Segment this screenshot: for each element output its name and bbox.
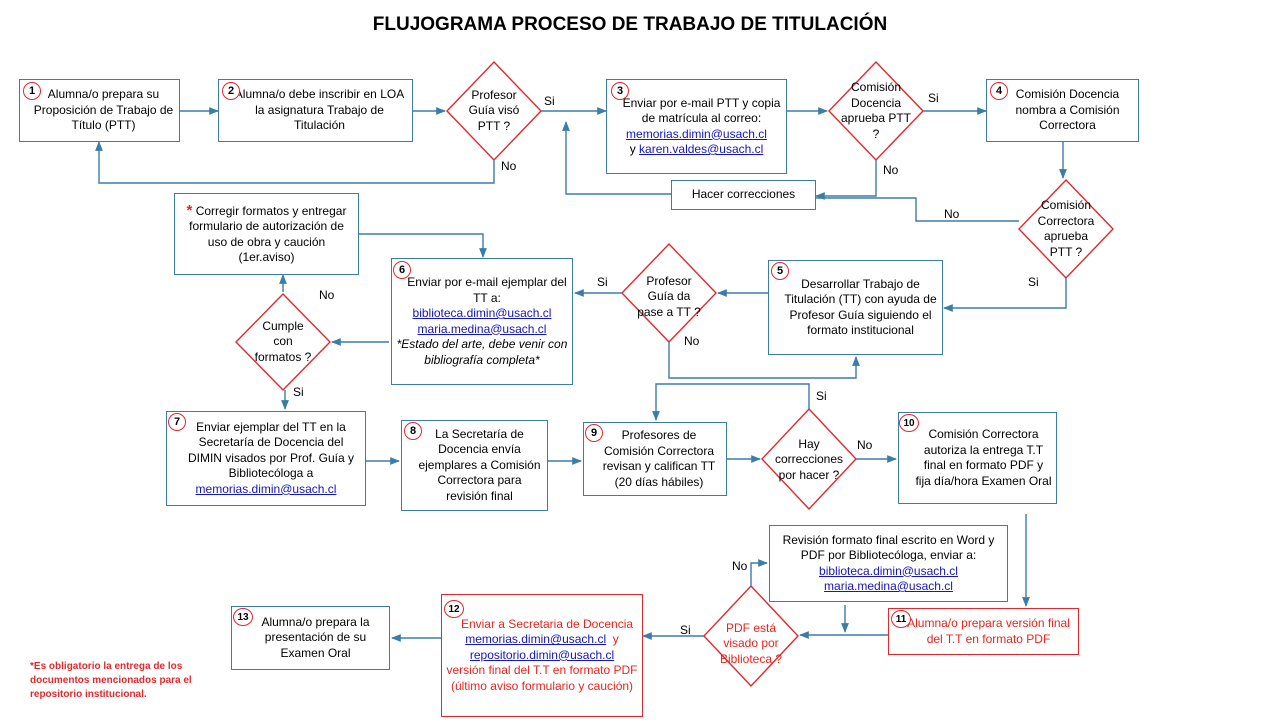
step-8-box: La Secretaría de Docencia envía ejemplar… <box>401 420 548 511</box>
step-1-number: 1 <box>23 82 41 100</box>
step-2-number: 2 <box>222 82 240 100</box>
step-6-email-2[interactable]: maria.medina@usach.cl <box>417 321 547 336</box>
step-3-email-2[interactable]: karen.valdes@usach.cl <box>639 142 764 156</box>
step-3-text: Enviar por e-mail PTT y copia de matrícu… <box>622 95 781 126</box>
hacer-correcciones-text: Hacer correcciones <box>691 187 796 202</box>
step-7-email-1[interactable]: memorias.dimin@usach.cl <box>195 481 337 496</box>
decision-d5-text: Cumple con formatos ? <box>254 318 312 364</box>
decision-d2-text: Comisión Docencia aprueba PTT ? <box>840 80 912 141</box>
step-12-number: 12 <box>444 600 464 618</box>
step-11-text: Alumna/o prepara versión final del T.T e… <box>907 616 1070 646</box>
d3-no-label: No <box>944 207 960 221</box>
revision-formato-box: Revisión formato final escrito en Word y… <box>769 525 1008 602</box>
step-10-number: 10 <box>899 414 919 432</box>
step-13-box: Alumna/o prepara la presentación de su E… <box>231 606 390 670</box>
decision-d3-text: Comisión Correctora aprueba PTT ? <box>1037 198 1095 259</box>
step-5-number: 5 <box>771 262 789 280</box>
hacer-correcciones-box: Hacer correcciones <box>671 180 816 210</box>
step-12-text-2: versión final del T.T en formato PDF (úl… <box>446 663 638 693</box>
step-9-number: 9 <box>585 424 603 442</box>
footnote: *Es obligatorio la entrega de los docume… <box>30 660 210 702</box>
step-9-text: Profesores de Comisión Correctora revisa… <box>602 428 716 489</box>
step-1-box: Alumna/o prepara su Proposición de Traba… <box>19 79 180 142</box>
step-6-number: 6 <box>393 261 411 279</box>
decision-d7-text: PDF está visado por Biblioteca ? <box>719 620 783 666</box>
step-7-box: Enviar ejemplar del TT en la Secretaría … <box>166 411 366 506</box>
decision-d4-text: Profesor Guía da pase a TT ? <box>637 273 701 319</box>
corregir-formatos-text: Corregir formatos y entregar formulario … <box>189 203 347 265</box>
step-10-box: Comisión Correctora autoriza la entrega … <box>898 412 1057 504</box>
step-4-number: 4 <box>990 82 1008 100</box>
revision-email-1[interactable]: biblioteca.dimin@usach.cl <box>819 563 958 578</box>
step-12-joiner: y <box>612 632 619 647</box>
step-5-box: Desarrollar Trabajo de Titulación (TT) c… <box>768 260 943 355</box>
footnote-star: * <box>30 661 34 672</box>
step-10-text: Comisión Correctora autoriza la entrega … <box>915 427 1052 488</box>
d7-yes-label: Si <box>680 623 691 637</box>
decision-d6-text: Hay correcciones por hacer ? <box>774 436 844 482</box>
d7-no-label: No <box>732 559 748 573</box>
step-11-box: Alumna/o prepara versión final del T.T e… <box>888 608 1079 655</box>
step-11-number: 11 <box>891 610 911 628</box>
decision-d7-shape <box>703 584 799 688</box>
revision-email-2[interactable]: maria.medina@usach.cl <box>824 579 953 593</box>
step-6-text: Enviar por e-mail ejemplar del TT a: <box>407 275 567 305</box>
revision-formato-text: Revisión formato final escrito en Word y… <box>782 532 995 578</box>
required-star: * <box>186 201 193 219</box>
d1-yes-label: Si <box>544 94 555 108</box>
page-title: FLUJOGRAMA PROCESO DE TRABAJO DE TITULAC… <box>372 14 888 35</box>
step-12-email-1[interactable]: memorias.dimin@usach.cl <box>465 632 607 647</box>
d5-no-label: No <box>319 288 335 302</box>
decision-d5-shape <box>235 292 331 392</box>
step-5-text: Desarrollar Trabajo de Titulación (TT) c… <box>784 276 937 338</box>
corregir-formatos-box: * Corregir formatos y entregar formulari… <box>174 193 359 275</box>
d2-no-label: No <box>883 163 899 177</box>
step-4-box: Comisión Docencia nombra a Comisión Corr… <box>986 79 1139 142</box>
step-8-number: 8 <box>404 422 422 440</box>
step-9-box: Profesores de Comisión Correctora revisa… <box>583 422 727 496</box>
step-3-box: Enviar por e-mail PTT y copia de matrícu… <box>606 79 787 174</box>
decision-d6-shape <box>761 407 857 511</box>
step-2-box: Alumna/o debe inscribir en LOA la asigna… <box>218 79 413 142</box>
d5-yes-label: Si <box>293 385 304 399</box>
step-13-text: Alumna/o prepara la presentación de su E… <box>261 614 370 660</box>
d6-no-label: No <box>857 438 873 452</box>
step-6-email-1[interactable]: biblioteca.dimin@usach.cl <box>412 306 552 320</box>
step-6-note: *Estado del arte, debe venir con bibliog… <box>396 337 568 367</box>
step-7-number: 7 <box>168 413 186 431</box>
step-3-number: 3 <box>611 82 629 100</box>
step-12-box: Enviar a Secretaria de Docencia memorias… <box>441 594 643 717</box>
step-2-text: Alumna/o debe inscribir en LOA la asigna… <box>234 87 405 133</box>
step-1-text: Alumna/o prepara su Proposición de Traba… <box>33 87 174 133</box>
step-13-number: 13 <box>233 608 253 626</box>
step-7-text: Enviar ejemplar del TT en la Secretaría … <box>187 419 355 481</box>
step-8-text: La Secretaría de Docencia envía ejemplar… <box>418 426 541 503</box>
d4-no-label: No <box>684 334 700 348</box>
d1-no-label: No <box>501 159 517 173</box>
footnote-text: Es obligatorio la entrega de los documen… <box>30 661 192 700</box>
step-12-text-1: Enviar a Secretaria de Docencia <box>460 616 634 631</box>
d6-yes-label: Si <box>816 389 827 403</box>
d3-yes-label: Si <box>1028 275 1039 289</box>
d4-yes-label: Si <box>597 275 608 289</box>
step-6-box: Enviar por e-mail ejemplar del TT a: bib… <box>391 258 573 385</box>
d2-yes-label: Si <box>928 91 939 105</box>
decision-d1-text: Profesor Guía visó PTT ? <box>468 87 520 133</box>
step-12-email-2[interactable]: repositorio.dimin@usach.cl <box>469 647 615 662</box>
step-3-email-1[interactable]: memorias.dimin@usach.cl <box>626 126 767 141</box>
step-3-joiner: y <box>629 142 636 156</box>
step-4-text: Comisión Docencia nombra a Comisión Corr… <box>1015 87 1120 133</box>
